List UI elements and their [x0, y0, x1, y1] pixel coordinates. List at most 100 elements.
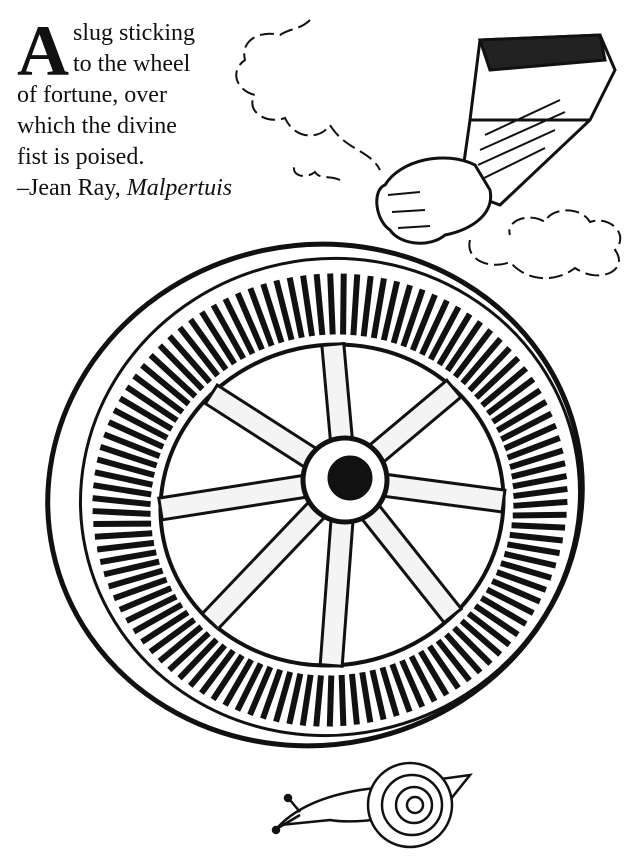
rim-slot [327, 273, 336, 335]
rim-slot [467, 346, 512, 393]
rim-slot [299, 674, 314, 726]
rim-slot [112, 576, 168, 602]
rim-slot [466, 611, 512, 648]
rim-slot [157, 343, 205, 392]
rim-slot [511, 522, 566, 531]
rim-slot [460, 336, 503, 386]
rim-slot [234, 662, 264, 712]
rim-slot [125, 384, 179, 423]
rim-slot [167, 334, 213, 385]
rim-slot [99, 549, 157, 565]
rim-slot [118, 585, 173, 613]
rim-slot [99, 444, 158, 469]
rim-slot [369, 669, 387, 721]
rim-slot [435, 638, 472, 683]
divine-fist [375, 33, 617, 245]
attribution-title: Malpertuis [126, 175, 233, 201]
rim-slot [474, 355, 521, 400]
rim-slot [210, 653, 245, 702]
rim-slot [452, 328, 494, 379]
snail [271, 761, 473, 849]
rim-slot [187, 643, 228, 688]
rim-slot [444, 632, 483, 675]
rim-slot [273, 671, 294, 723]
rim-slot [177, 325, 221, 378]
quote-line: which the divine [17, 113, 177, 139]
rim-slot [390, 284, 413, 344]
rim-slot [260, 283, 285, 344]
rim-slot [199, 310, 238, 366]
rim-slot [473, 603, 520, 638]
rim-slot [459, 618, 503, 657]
rim-slot [512, 511, 567, 519]
rim-slot [247, 287, 275, 347]
attribution: –Jean Ray, Malpertuis [17, 173, 247, 204]
rim-slot [260, 668, 284, 720]
rim-slot [286, 277, 305, 339]
quote-line: fist is poised. [17, 144, 145, 170]
rim-slot [408, 654, 438, 703]
rim-slot [503, 550, 557, 569]
quote-line: slug sticking [73, 20, 196, 46]
rim-slot [428, 305, 462, 361]
rim-slot [513, 485, 568, 500]
rim-slot [148, 617, 197, 655]
rim-slot [326, 675, 335, 727]
rim-slot [485, 586, 535, 616]
rim-slot [92, 508, 151, 517]
rim-slot [359, 671, 374, 723]
rim-slot [103, 558, 160, 578]
rim-slot [506, 435, 561, 461]
rim-slot [389, 663, 413, 713]
rim-slot [409, 293, 438, 352]
rim-slot [340, 273, 347, 335]
rim-slot [479, 595, 528, 627]
rim-slot [490, 578, 542, 605]
rim-slot [419, 299, 450, 356]
rim-slot [118, 395, 174, 432]
rim-slot [94, 530, 153, 540]
rim-slot [513, 498, 568, 509]
rim-slot [370, 277, 387, 339]
rim-slot [199, 648, 236, 695]
rim-slot [379, 666, 400, 717]
rim-slot [509, 531, 564, 544]
rim-slot [480, 366, 529, 408]
rim-slot [500, 410, 553, 443]
rim-slot [140, 609, 190, 645]
wheel-of-fortune [45, 241, 585, 749]
rim-slot [338, 674, 347, 726]
rim-slot [167, 631, 211, 673]
rim-slot [92, 495, 151, 508]
rim-slot [92, 482, 152, 498]
rim-slot [188, 317, 229, 372]
rim-slot [247, 665, 274, 717]
rim-slot [286, 673, 304, 725]
rim-slot [503, 422, 558, 452]
rim-slot [506, 541, 561, 557]
rim-slot [348, 673, 360, 725]
rim-slot [96, 539, 155, 553]
rim-slot [436, 312, 473, 367]
epigraph-quote: A slug sticking to the wheel of fortune,… [17, 15, 247, 204]
rim-slot [96, 456, 156, 479]
rim-slot [313, 675, 324, 727]
rim-slot [234, 291, 265, 351]
rim-slot [400, 288, 426, 348]
rim-slot [399, 659, 426, 709]
rim-slot [210, 303, 246, 361]
attribution-author: –Jean Ray, [17, 175, 127, 201]
quote-line: to the wheel [73, 51, 191, 77]
rim-slot [94, 469, 154, 488]
rim-slot [485, 376, 536, 416]
rim-slot [512, 473, 568, 490]
rim-slot [313, 273, 326, 336]
rim-slot [157, 624, 204, 664]
rim-slot [273, 279, 295, 341]
rim-slot [380, 280, 401, 341]
rim-slot [132, 373, 185, 415]
rim-slot [360, 275, 374, 337]
rim-slot [444, 320, 483, 373]
rim-slot [511, 460, 566, 480]
